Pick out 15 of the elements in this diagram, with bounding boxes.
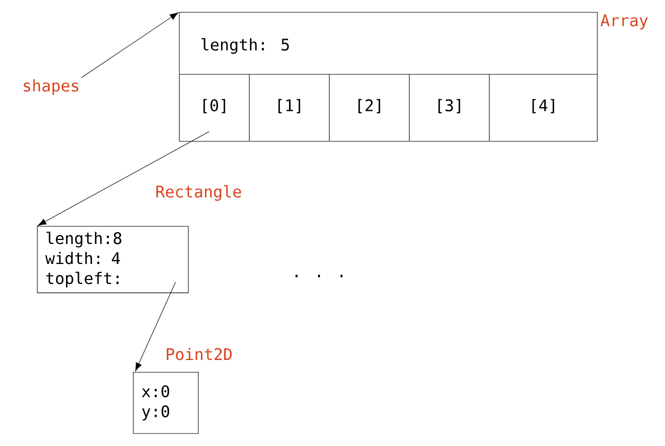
type-name: Rectangle xyxy=(156,185,241,201)
type-name: Array xyxy=(600,14,648,30)
object-box: length:8 width: 4 topleft: xyxy=(37,226,189,294)
object-box: x:0 y:0 xyxy=(133,372,199,434)
array-cell: [1] xyxy=(249,74,330,142)
variable-name: shapes xyxy=(24,79,78,95)
ellipsis: . . . xyxy=(296,274,342,278)
array-cell: [3] xyxy=(409,74,490,142)
array-cell: [4] xyxy=(489,74,598,142)
type-name: Point2D xyxy=(166,348,232,360)
arrow xyxy=(38,131,210,226)
arrow xyxy=(135,282,176,372)
arrow xyxy=(81,12,178,78)
array-cell: [2] xyxy=(329,74,410,142)
array-cell: [0] xyxy=(179,74,250,142)
